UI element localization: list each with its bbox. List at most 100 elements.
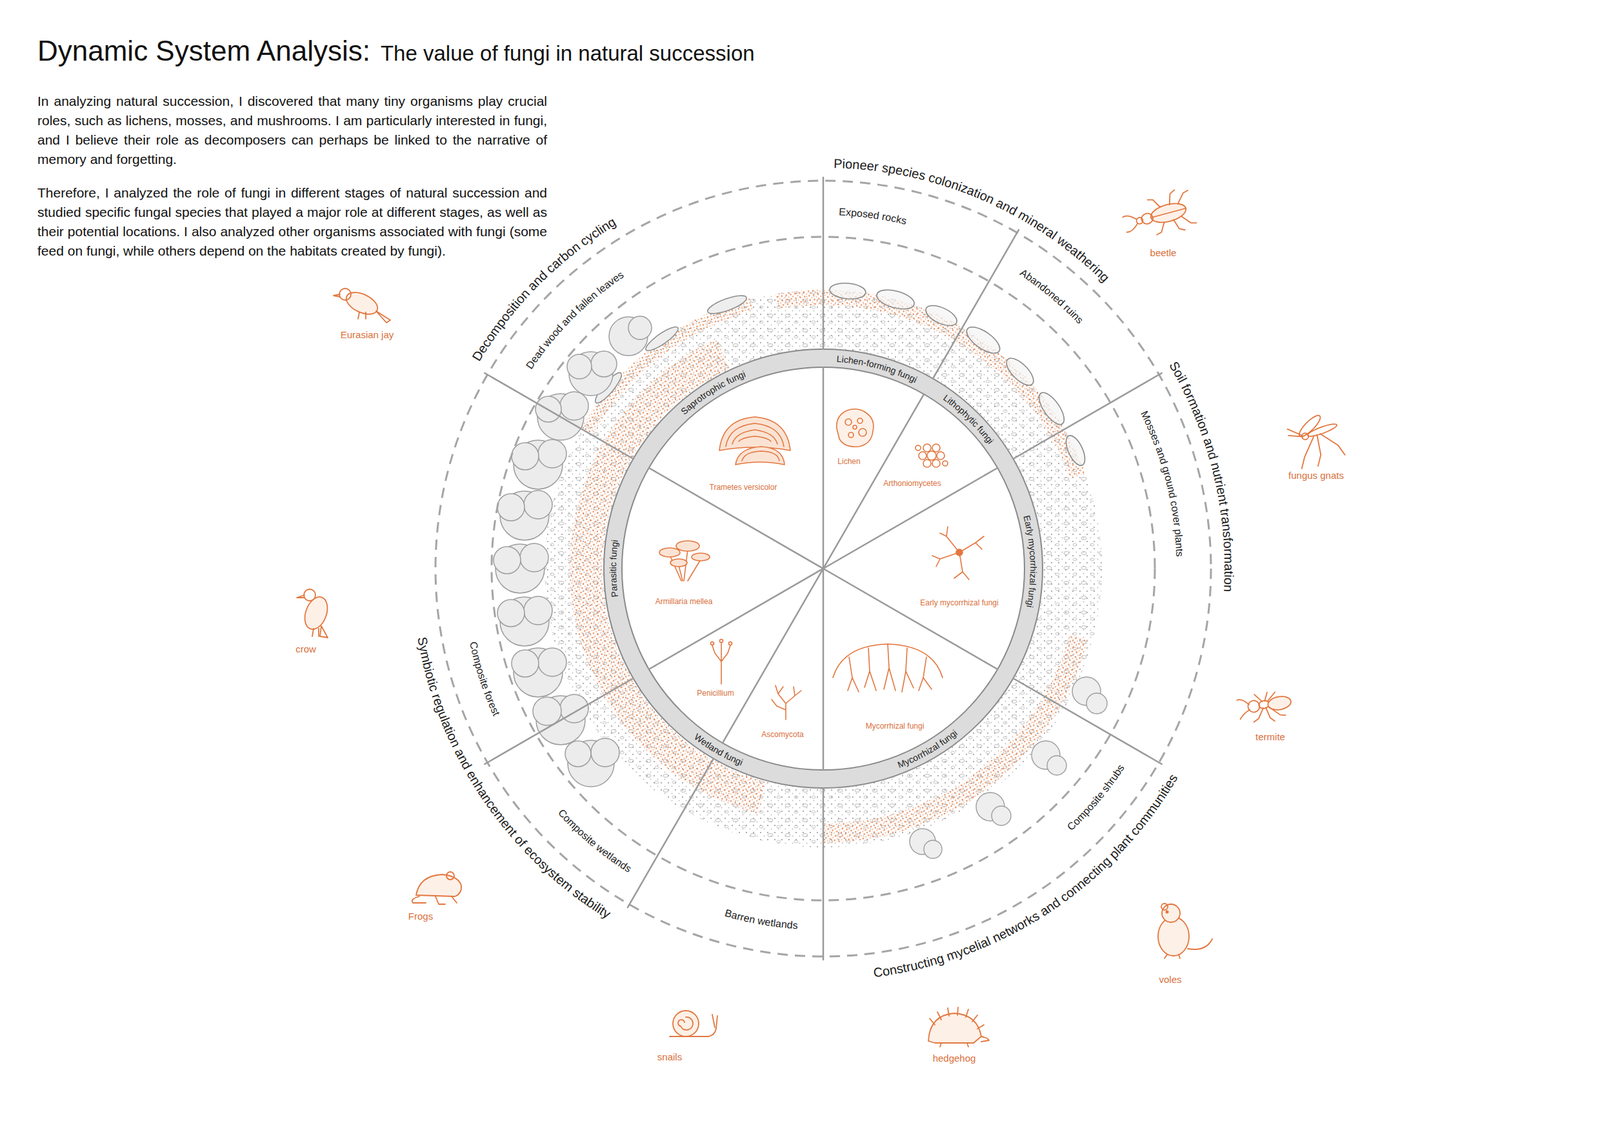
early-mycorrhizal-drawing [932, 526, 984, 580]
sector-dividers [1012, 372, 1162, 459]
trees [520, 543, 549, 572]
species-label: Armillaria mellea [655, 597, 713, 607]
hedgehog-drawing [929, 1007, 990, 1047]
trees [511, 649, 539, 677]
animal-label: termite [1255, 730, 1286, 742]
shrubs [991, 805, 1011, 826]
rocks [1061, 432, 1089, 469]
fungi-group-label: Early mycorrhizal fungi [1021, 514, 1039, 609]
arthoniomycetes-drawing [918, 451, 927, 460]
trees [538, 439, 567, 468]
fungi-group-label: Lithophytic fungi [941, 392, 996, 446]
animal-label: Frogs [408, 910, 433, 922]
arthoniomycetes-drawing [923, 443, 931, 452]
sector-dividers [1012, 678, 1162, 764]
trees [560, 391, 589, 420]
trees [497, 493, 525, 521]
habitat-label: Exposed rocks [838, 206, 908, 228]
beetle-drawing [1147, 186, 1198, 237]
heading-row: Dynamic System Analysis: The value of fun… [37, 34, 755, 68]
terrain-ring [532, 277, 1114, 859]
frog-drawing [416, 874, 462, 897]
ascomycota-drawing [771, 685, 802, 720]
jay-drawing [333, 294, 391, 323]
lichen-drawing [836, 409, 874, 448]
sector-dividers [822, 787, 825, 960]
trees [493, 546, 521, 574]
animal-label: hedgehog [932, 1052, 977, 1064]
trametes-drawing [719, 416, 791, 465]
species-label: Trametes versicolor [709, 483, 778, 493]
ascomycota-drawing [771, 685, 802, 720]
habitat-label: Abandoned ruins [1018, 266, 1086, 326]
crow-drawing [296, 589, 332, 638]
sector-dividers [822, 568, 825, 770]
habitat-label: Composite forest [467, 640, 502, 719]
gnat-drawing [1284, 407, 1348, 473]
vole-drawing [1165, 910, 1168, 913]
fungi-band [603, 349, 1043, 788]
sector-dividers [649, 467, 824, 569]
arthoniomycetes-drawing [927, 450, 937, 460]
animal-label: crow [295, 643, 317, 655]
termite-drawing [1236, 689, 1287, 727]
fungi-group-label: Saprotrophic fungi [678, 368, 748, 417]
species-label: Early mycorrhizal fungi [920, 598, 999, 608]
fungi-band [621, 367, 1025, 770]
penicillium-drawing [710, 641, 715, 646]
species-label: Lichen [837, 457, 860, 467]
lichen-drawing [836, 409, 874, 448]
fungi-band [621, 367, 1025, 770]
lichen-drawing [852, 425, 857, 430]
animal-label: fungus gnats [1288, 469, 1344, 481]
animal-label: snails [657, 1050, 682, 1062]
trees [523, 596, 553, 625]
arthoniomycetes-drawing [936, 451, 945, 460]
animal-label: beetle [1150, 247, 1177, 259]
trametes-drawing [738, 436, 771, 442]
diagram-title: Dynamic System Analysis: [37, 34, 371, 68]
snail-drawing [669, 1014, 718, 1037]
habitat-label: Abandoned ruins [1018, 266, 1086, 326]
armillaria-drawing [676, 540, 700, 551]
vole-drawing [1161, 903, 1168, 910]
rocks [1034, 388, 1070, 428]
vole-drawing [1158, 916, 1190, 956]
hedgehog-drawing [928, 1012, 982, 1043]
habitat-label: Mosses and ground cover plants [1138, 409, 1186, 557]
fungi-group-label: Mycorrhizal fungi [896, 727, 960, 770]
armillaria-drawing [659, 540, 710, 581]
lichen-drawing [858, 428, 867, 437]
trees [567, 354, 592, 379]
penicillium-drawing [720, 639, 724, 643]
crow-drawing [303, 589, 316, 601]
fungi-band [603, 349, 1043, 788]
stage-heading: Pioneer species colonization and mineral… [833, 156, 1113, 285]
hedgehog-drawing [928, 1007, 990, 1047]
trametes-drawing [719, 416, 791, 451]
snail-drawing [672, 1010, 699, 1037]
stage-heading: Symbiotic regulation and enhancement of … [414, 635, 613, 921]
lichen-drawing [857, 418, 863, 424]
habitat-label: Composite shrubs [1065, 761, 1127, 832]
snail-drawing [669, 1010, 718, 1037]
frog-drawing [412, 871, 462, 904]
stage-heading: Constructing mycelial networks and conne… [872, 770, 1180, 980]
animal-label: voles [1158, 973, 1182, 985]
habitat-label: Composite wetlands [556, 807, 634, 875]
sector-dividers [932, 229, 1019, 379]
trees [532, 696, 562, 726]
sector-dividers [627, 758, 714, 907]
stage-heading: Pioneer species colonization and mineral… [833, 156, 1113, 285]
fungi-group-label: Mycorrhizal fungi [896, 727, 960, 770]
sector-dividers [484, 678, 633, 764]
fungi-group-label: Lichen-forming fungi [836, 353, 919, 385]
jay-drawing [339, 288, 351, 300]
sector-dividers [822, 177, 825, 350]
intro-text: In analyzing natural succession, I disco… [37, 91, 548, 275]
subtitle: The value of fungi in natural succession [380, 41, 755, 66]
trees [628, 316, 652, 340]
habitat-label: Dead wood and fallen leaves [523, 269, 626, 371]
fungi-group-label: Early mycorrhizal fungi [1021, 514, 1039, 609]
